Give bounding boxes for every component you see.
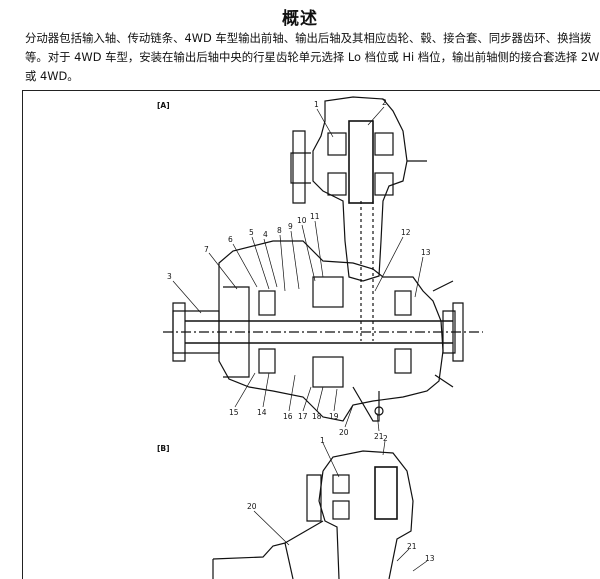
cross-section-drawing: [A] [B] 1 2 3 4 5 6 7 8 9 10 11 12 13 14… [157, 96, 483, 579]
lower-lug [352, 386, 380, 422]
upper-housing [312, 96, 408, 282]
bearing-a1 [258, 290, 276, 316]
paragraph-line: 分动器包括输入轴、传动链条、4WD 车型输出前轴、输出后轴及其相应齿轮、毂、接合… [25, 31, 592, 45]
callout-b-1: 1 [320, 436, 325, 445]
callout-b-21: 21 [407, 542, 417, 551]
b-gear [374, 466, 398, 520]
callout-a-18: 18 [312, 412, 322, 421]
callout-a-15: 15 [229, 408, 239, 417]
callout-a-3: 3 [167, 272, 172, 281]
callout-a-6: 6 [228, 235, 233, 244]
callout-a-16: 16 [283, 412, 293, 421]
callout-a-5: 5 [249, 228, 254, 237]
callout-a-13: 13 [421, 248, 431, 257]
callout-a-9: 9 [288, 222, 293, 231]
upper-flange [290, 152, 311, 184]
bearing-a2 [258, 348, 276, 374]
drain-plug [374, 406, 384, 416]
callout-a-14: 14 [257, 408, 267, 417]
upper-bearing-left [327, 132, 347, 156]
intro-paragraph: 分动器包括输入轴、传动链条、4WD 车型输出前轴、输出后轴及其相应齿轮、毂、接合… [25, 29, 600, 86]
transfer-case-figure: [A] [B] 1 2 3 4 5 6 7 8 9 10 11 12 13 14… [22, 90, 600, 579]
upper-bearing-4 [374, 172, 394, 196]
callout-a-2: 2 [382, 98, 387, 107]
planet-gear-upper [312, 276, 344, 308]
b-bearing-1 [332, 474, 350, 494]
callout-a-21: 21 [374, 432, 384, 441]
callout-a-8: 8 [277, 226, 282, 235]
figure-label-b: [B] [157, 444, 170, 453]
b-extension [212, 542, 294, 579]
callout-a-7: 7 [204, 245, 209, 254]
callout-a-1: 1 [314, 100, 319, 109]
input-flange [172, 302, 186, 362]
page-title: 概述 [282, 9, 318, 29]
main-case [218, 240, 444, 422]
bearing-a3 [394, 290, 412, 316]
callout-b-2: 2 [383, 434, 388, 443]
callout-b-20: 20 [247, 502, 257, 511]
b-housing-left [318, 470, 340, 579]
output-flange [442, 310, 456, 354]
planet-gear-lower [312, 356, 344, 388]
paragraph-line: 等。对于 4WD 车型，安装在输出后轴中央的行星齿轮单元选择 Lo 档位或 Hi… [25, 50, 600, 64]
upper-bearing-3 [374, 132, 394, 156]
upper-bearing-right [327, 172, 347, 196]
callout-a-19: 19 [329, 412, 339, 421]
main-shaft [185, 320, 453, 344]
output-flange-plate [452, 302, 464, 362]
callout-b-13: 13 [425, 554, 435, 563]
input-cover [223, 286, 250, 378]
callout-a-20: 20 [339, 428, 349, 437]
upper-gear [348, 120, 374, 204]
callout-a-12: 12 [401, 228, 411, 237]
b-flange [306, 474, 322, 522]
b-link [284, 520, 324, 544]
rear-seal [432, 280, 454, 388]
b-bearing-2 [332, 500, 350, 520]
figure-label-a: [A] [157, 101, 170, 110]
callout-a-4: 4 [263, 230, 268, 239]
b-housing [322, 450, 414, 579]
callout-a-11: 11 [310, 212, 320, 221]
upper-flange-plate [292, 130, 306, 204]
bearing-a4 [394, 348, 412, 374]
callout-a-17: 17 [298, 412, 308, 421]
paragraph-line: 或 4WD。 [25, 69, 79, 83]
callout-a-10: 10 [297, 216, 307, 225]
